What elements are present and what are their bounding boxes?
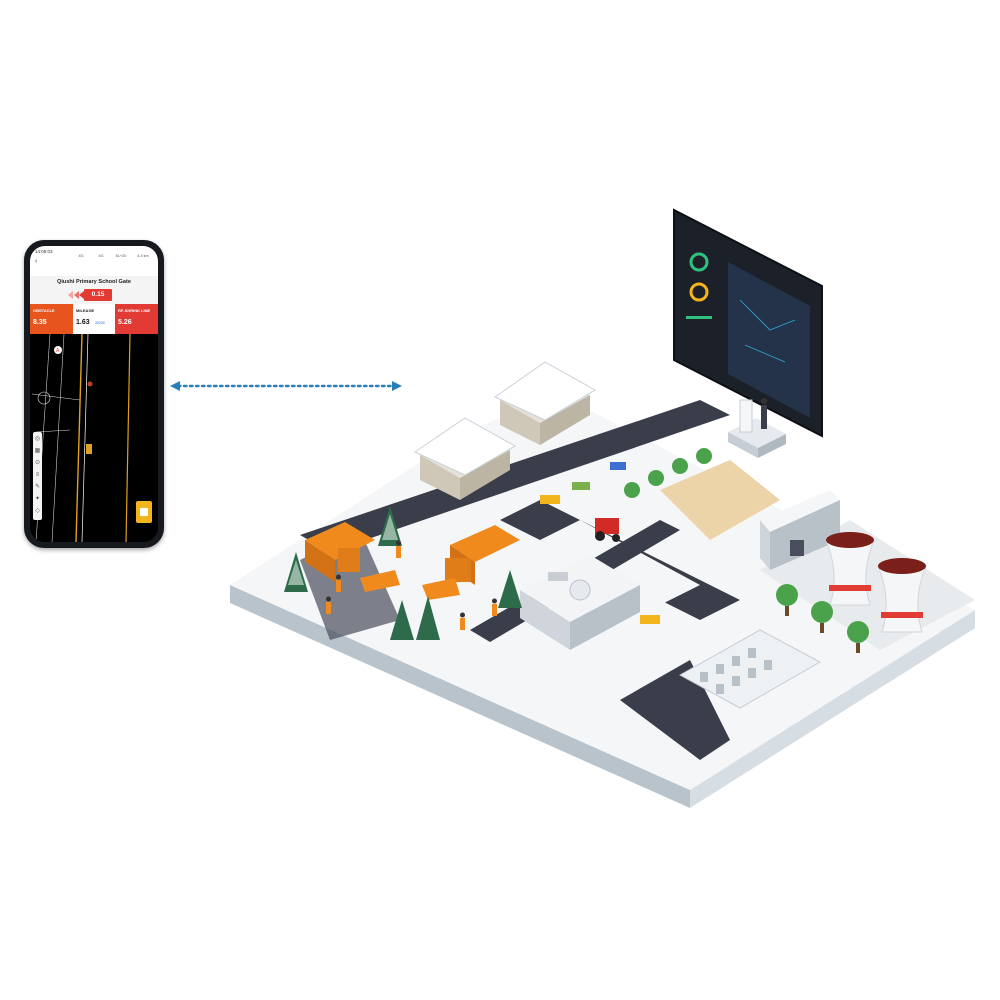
obstacle-marker (87, 381, 93, 387)
road (300, 400, 730, 552)
mileage-tile[interactable]: MILEAGE 1.63 30230 (73, 304, 115, 334)
house (413, 417, 517, 500)
car (640, 615, 660, 624)
compass-marker (54, 346, 62, 354)
house (493, 361, 596, 445)
round-tree (847, 621, 869, 653)
action-button[interactable] (136, 501, 152, 523)
status-metric: 4G (78, 254, 84, 258)
car (540, 495, 560, 504)
target-icon[interactable]: ⊙ (34, 460, 41, 466)
distance-warning: 0.15 (84, 289, 112, 301)
worker (326, 596, 331, 614)
grid-icon[interactable]: ▦ (34, 448, 41, 454)
pine-tree (284, 552, 308, 592)
kiosk-stand (728, 398, 786, 458)
chevron-left-icon (79, 291, 84, 299)
worker (336, 574, 341, 592)
rf-shrink-tile[interactable]: RF-SHRINK LINE 5.26 (115, 304, 158, 334)
central-building (520, 555, 640, 650)
chevron-left-icon (74, 291, 79, 299)
base-side (690, 610, 975, 808)
status-metric: 6L+20 (115, 254, 127, 258)
square-icon (140, 508, 148, 516)
phone-screen: 14:06:03 ‹ 4G 4G 6L+20 4.4 km Qiushi Pri… (30, 246, 158, 542)
tile-sub: 30230 (95, 321, 105, 325)
pine-tree (390, 600, 414, 640)
worker (460, 612, 465, 630)
tile-label: RF-SHRINK LINE (118, 308, 151, 313)
tile-label: OBSTACLE (33, 308, 55, 313)
round-tree (776, 584, 798, 616)
car (548, 572, 568, 581)
compass-icon[interactable]: ◎ (34, 436, 41, 442)
vehicle-marker (86, 444, 92, 454)
status-metric: 4G (98, 254, 104, 258)
location-title: Qiushi Primary School Gate (57, 279, 131, 285)
status-metric: 4.4 km (137, 254, 149, 258)
tractor (595, 518, 620, 542)
factory-building (760, 490, 840, 570)
tile-value: 8.35 (33, 319, 47, 326)
back-button[interactable]: ‹ (35, 258, 38, 265)
location-header: Qiushi Primary School Gate 0.15 (30, 276, 158, 304)
pine-tree (498, 570, 522, 608)
car (610, 462, 626, 470)
round-tree (648, 470, 664, 486)
substation (678, 629, 822, 709)
layers-icon[interactable]: ≡ (35, 472, 40, 478)
chevron-left-icon (68, 291, 73, 299)
settings-icon[interactable]: ✦ (34, 496, 41, 502)
location-icon[interactable]: ◇ (35, 508, 40, 514)
tile-value: 5.26 (118, 319, 132, 326)
round-tree (624, 482, 640, 498)
base-side (230, 585, 690, 808)
worker (492, 598, 497, 616)
round-tree (811, 601, 833, 633)
sand-lot (660, 460, 780, 540)
pine-tree (378, 506, 402, 546)
sync-arrow (170, 381, 402, 391)
cooling-tower (877, 558, 927, 633)
snow-plow-truck (305, 522, 400, 592)
round-tree (672, 458, 688, 474)
cooling-tower (825, 532, 875, 606)
map-controls: ◎ ▦ ⊙ ≡ ✎ ✦ ◇ (33, 432, 42, 520)
svg-text:A: A (56, 348, 60, 354)
pine-tree (416, 596, 440, 640)
round-tree (696, 448, 712, 464)
obstacle-tile[interactable]: OBSTACLE 8.35 (30, 304, 73, 334)
worker (396, 540, 401, 558)
edit-icon[interactable]: ✎ (34, 484, 41, 490)
status-bar: 14:06:03 ‹ 4G 4G 6L+20 4.4 km (30, 246, 158, 276)
snow-plow-truck (422, 525, 520, 600)
status-time: 14:06:03 (35, 249, 53, 254)
tile-label: MILEAGE (76, 308, 95, 313)
car (572, 482, 590, 490)
tile-value: 1.63 (76, 319, 90, 326)
control-monitor (673, 208, 823, 438)
